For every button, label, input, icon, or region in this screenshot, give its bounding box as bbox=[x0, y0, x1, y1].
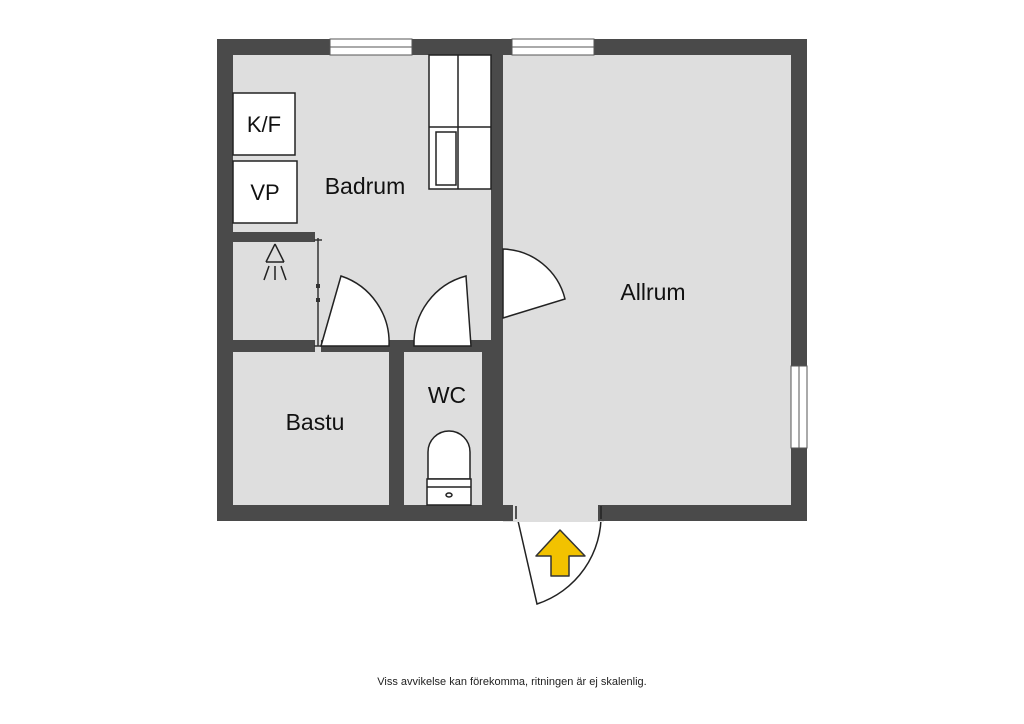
door-badrum-allrum bbox=[502, 248, 566, 320]
room-label-bastu: Bastu bbox=[286, 409, 345, 435]
wall-badrum-allrum-upper bbox=[491, 55, 503, 249]
fixture-label-vp: VP bbox=[250, 180, 279, 205]
disclaimer-text: Viss avvikelse kan förekomma, ritningen … bbox=[377, 676, 647, 688]
room-label-allrum: Allrum bbox=[620, 279, 685, 305]
kf-box bbox=[232, 92, 296, 156]
door-bastu bbox=[320, 275, 390, 347]
vp-box bbox=[232, 160, 298, 224]
shower-screen-marks bbox=[316, 284, 320, 302]
shower-icon bbox=[263, 243, 287, 281]
interior-walls bbox=[233, 55, 503, 520]
bath-cabinet bbox=[428, 54, 492, 190]
entrance-opening bbox=[503, 505, 604, 522]
room-label-badrum: Badrum bbox=[325, 173, 406, 199]
entrance-door-frame bbox=[515, 506, 602, 519]
windows bbox=[329, 38, 808, 449]
fixture-label-kf: K/F bbox=[247, 112, 281, 137]
wall-bastu-top bbox=[233, 340, 321, 352]
door-wc bbox=[413, 275, 472, 347]
wall-bastu-wc bbox=[389, 340, 404, 520]
toilet bbox=[426, 430, 472, 506]
wall-wc-top-right bbox=[471, 340, 503, 352]
wall-shower-top bbox=[233, 232, 321, 242]
floor-shower bbox=[233, 242, 319, 340]
floor-bastu bbox=[233, 352, 389, 505]
room-label-wc: WC bbox=[428, 382, 466, 408]
entrance-arrow-icon bbox=[535, 529, 586, 577]
wall-badrum-allrum-lower bbox=[491, 318, 503, 520]
